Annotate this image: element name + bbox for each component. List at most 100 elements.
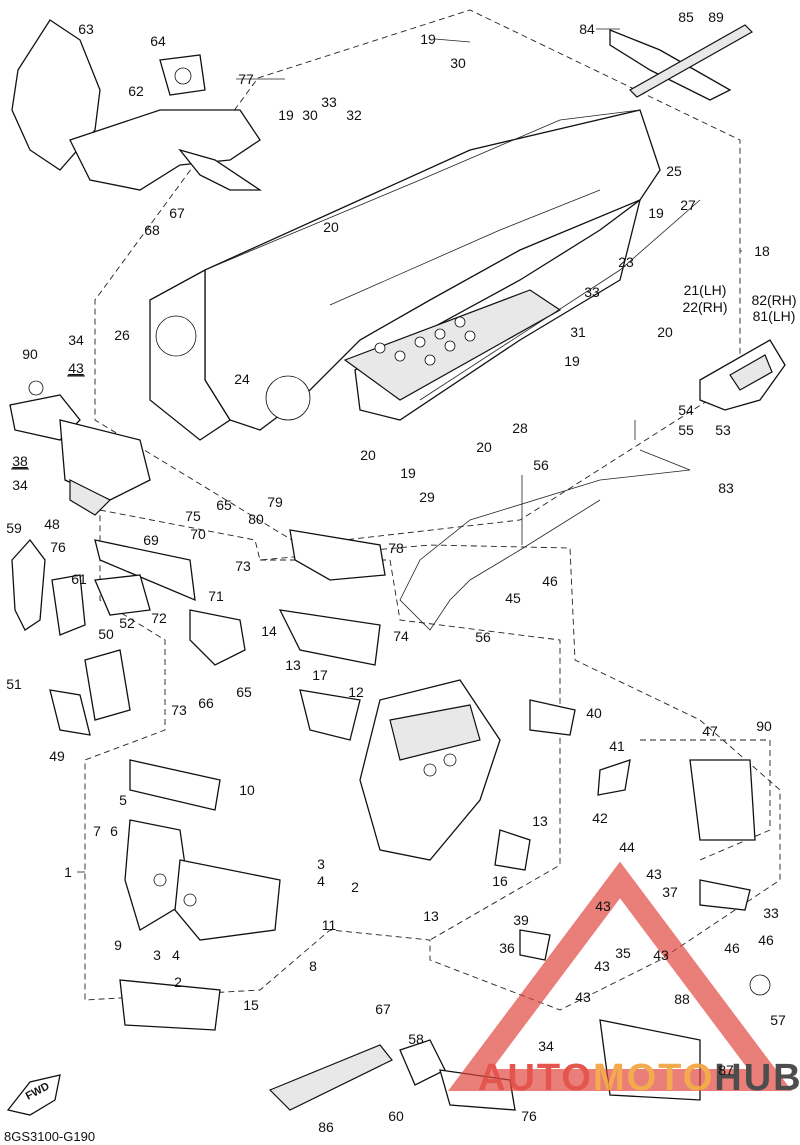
callout-c90a: 90 [22, 346, 38, 362]
callout-c55: 55 [678, 422, 694, 438]
callout-c56b: 56 [475, 629, 491, 645]
callout-c83: 83 [718, 480, 734, 496]
callout-c46c: 46 [758, 932, 774, 948]
callout-c77: 77 [238, 71, 254, 87]
callout-c82: 82(RH) [751, 292, 796, 308]
callout-c76a: 76 [50, 539, 66, 555]
callout-c59: 59 [6, 520, 22, 536]
callout-c45: 45 [505, 590, 521, 606]
main-chassis-frame [149, 109, 701, 441]
callout-c19a: 19 [420, 31, 436, 47]
callout-c47: 47 [702, 723, 718, 739]
callout-c52: 52 [119, 615, 135, 631]
callout-c17: 17 [312, 667, 328, 683]
callout-c34a: 34 [68, 332, 84, 348]
callout-c35: 35 [615, 945, 631, 961]
callout-c10: 10 [239, 782, 255, 798]
callout-c12: 12 [348, 684, 364, 700]
callout-c54: 54 [678, 402, 694, 418]
callout-c29: 29 [419, 489, 435, 505]
callout-c43b: 43 [646, 866, 662, 882]
callout-c30b: 30 [302, 107, 318, 123]
callout-c13c: 13 [423, 908, 439, 924]
automotohub-watermark: AUTOMOTOHUB [448, 861, 800, 1099]
callout-c2a: 2 [351, 879, 359, 895]
callout-c20b: 20 [657, 324, 673, 340]
callout-c18: 18 [754, 243, 770, 259]
callout-c19e: 19 [400, 465, 416, 481]
callout-c65a: 65 [216, 497, 232, 513]
callout-c28: 28 [512, 420, 528, 436]
right-lower-parts [494, 699, 771, 1101]
group-frames [84, 9, 781, 1011]
callout-c79: 79 [267, 494, 283, 510]
callout-c27: 27 [680, 197, 696, 213]
lower-front-assembly [119, 759, 281, 1031]
callout-c23: 23 [618, 254, 634, 270]
watermark-auto: AUTO [478, 1057, 593, 1099]
callout-c31: 31 [570, 324, 586, 340]
callout-c36: 36 [499, 940, 515, 956]
callout-c13a: 13 [285, 657, 301, 673]
callout-c81: 81(LH) [753, 308, 796, 324]
callout-c41: 41 [609, 738, 625, 754]
callout-c67a: 67 [169, 205, 185, 221]
callout-c42: 42 [592, 810, 608, 826]
callout-c73b: 73 [171, 702, 187, 718]
callout-c43d: 43 [653, 947, 669, 963]
callout-c69: 69 [143, 532, 159, 548]
svg-text:AUTOMOTOHUB: AUTOMOTOHUB [478, 1057, 800, 1099]
callout-c75: 75 [185, 508, 201, 524]
callout-c34c: 34 [538, 1038, 554, 1054]
callout-c68: 68 [144, 222, 160, 238]
leader-lines [77, 28, 742, 873]
control-cable-lines [399, 420, 691, 631]
callout-c61: 61 [71, 571, 87, 587]
middle-brackets [94, 529, 386, 666]
callout-c8: 8 [309, 958, 317, 974]
callout-c84: 84 [579, 21, 595, 37]
callout-c1: 1 [64, 864, 72, 880]
callout-c16: 16 [492, 873, 508, 889]
callout-c4b: 4 [172, 947, 180, 963]
front-frame-assembly [11, 19, 263, 191]
left-side-mounts [11, 538, 131, 736]
callout-c58: 58 [408, 1031, 424, 1047]
callout-c67b: 67 [375, 1001, 391, 1017]
callout-c64: 64 [150, 33, 166, 49]
callout-c9: 9 [114, 937, 122, 953]
callout-c49: 49 [49, 748, 65, 764]
callout-c2b: 2 [174, 974, 182, 990]
callout-c15: 15 [243, 997, 259, 1013]
callout-c51: 51 [6, 676, 22, 692]
callout-c19c: 19 [648, 205, 664, 221]
callout-c34b: 34 [12, 477, 28, 493]
callout-c19d: 19 [564, 353, 580, 369]
callout-c20d: 20 [476, 439, 492, 455]
callout-c20a: 20 [323, 219, 339, 235]
rear-bar-assembly [609, 24, 753, 101]
callout-c71: 71 [208, 588, 224, 604]
callout-c66: 66 [198, 695, 214, 711]
callout-c21: 21(LH) [684, 282, 727, 298]
callout-c87: 87 [718, 1062, 734, 1078]
callout-c46a: 46 [542, 573, 558, 589]
callout-c33c: 33 [763, 905, 779, 921]
callout-c14: 14 [261, 623, 277, 639]
callout-c74: 74 [393, 628, 409, 644]
callout-c85: 85 [678, 9, 694, 25]
callout-c26: 26 [114, 327, 130, 343]
callout-c38: 38 [12, 453, 28, 469]
callout-c57: 57 [770, 1012, 786, 1028]
callout-c37: 37 [662, 884, 678, 900]
callout-c24: 24 [234, 371, 250, 387]
callout-c72: 72 [151, 610, 167, 626]
callout-c4a: 4 [317, 873, 325, 889]
callout-c43e: 43 [594, 958, 610, 974]
callout-c39: 39 [513, 912, 529, 928]
callout-c3b: 3 [153, 947, 161, 963]
watermark-hub: HUB [714, 1057, 800, 1099]
watermark-moto: MOTO [593, 1057, 714, 1099]
